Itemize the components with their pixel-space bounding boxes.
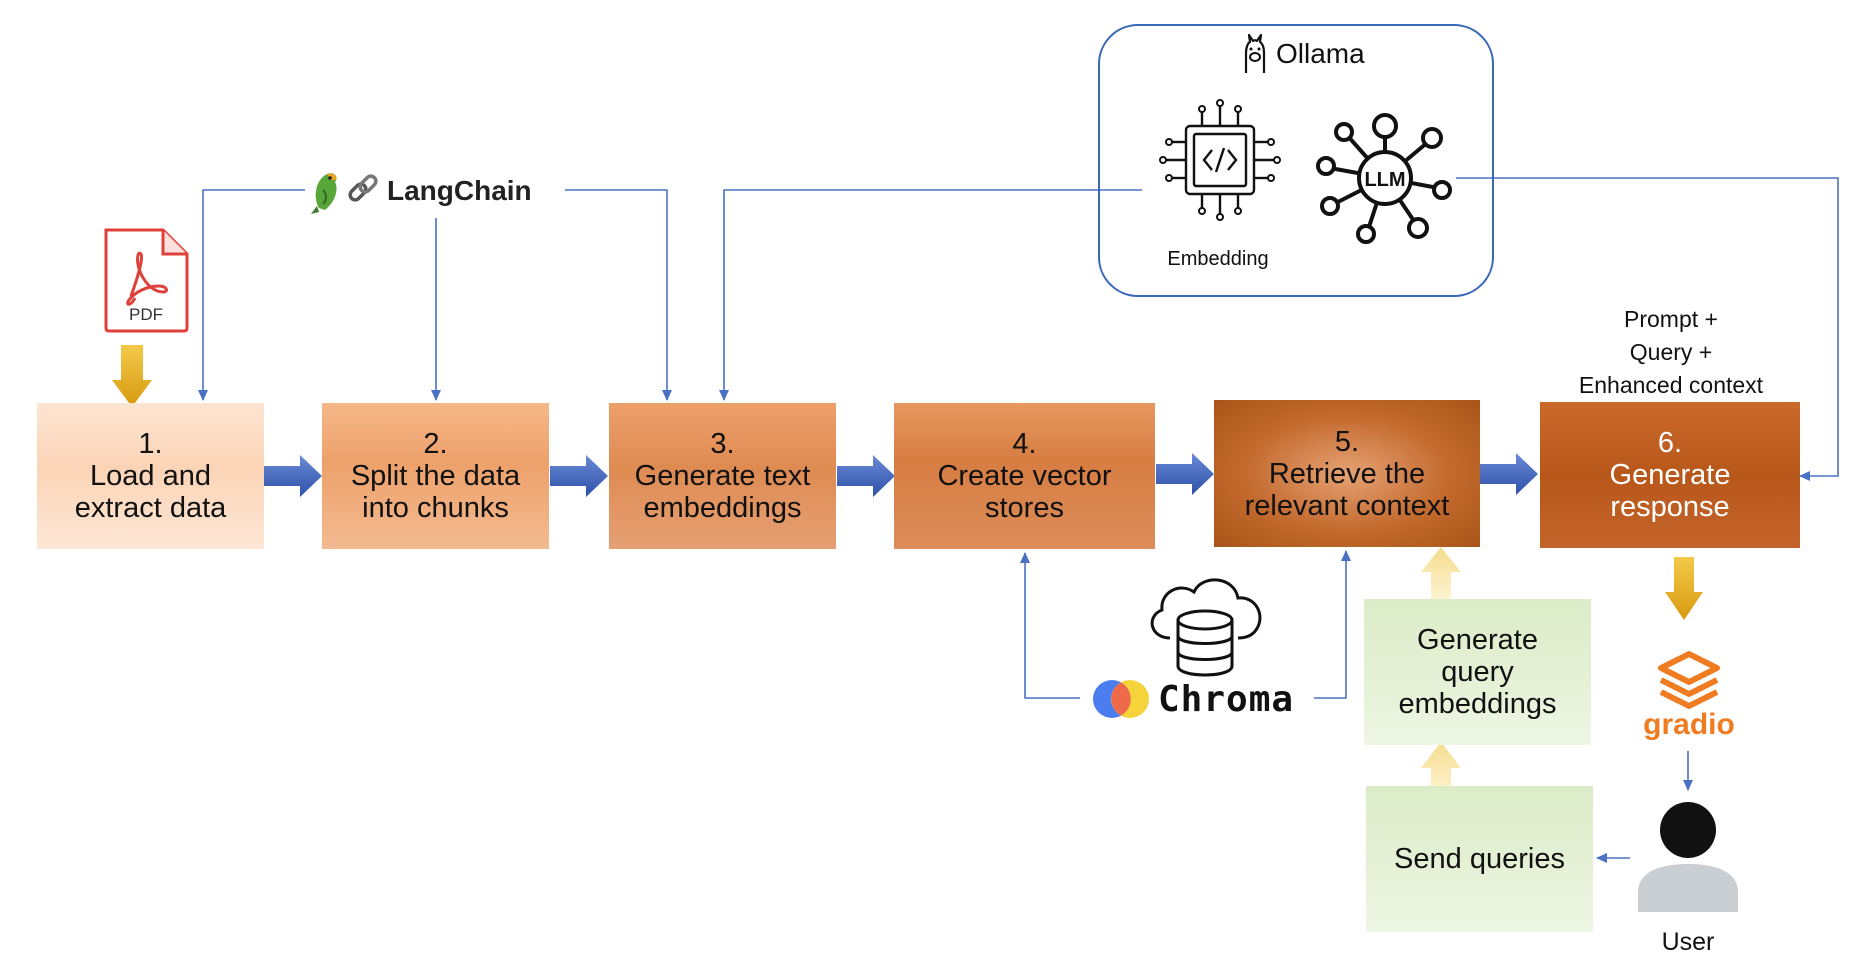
step-flow-arrows bbox=[264, 453, 1538, 497]
chroma-circles-icon bbox=[1093, 680, 1149, 718]
llm-network-icon: LLM bbox=[1316, 113, 1452, 244]
flow-arrow-5-6 bbox=[1480, 453, 1538, 495]
embedding-label: Embedding bbox=[1167, 248, 1269, 270]
cloud-database-icon bbox=[1150, 578, 1262, 677]
chain-link-icon bbox=[348, 174, 378, 202]
llm-to-step6-connector bbox=[1456, 177, 1839, 481]
send-queries-label: Send queries bbox=[1394, 843, 1565, 875]
query-up-arrow-bottom bbox=[1421, 742, 1461, 800]
step-1-load-extract: 1. Load and extract data bbox=[37, 403, 264, 549]
flow-arrow-1-2 bbox=[264, 455, 322, 497]
pdf-icon-label: PDF bbox=[129, 305, 163, 324]
step-1-label: 1. Load and extract data bbox=[74, 428, 227, 524]
embedding-chip-icon bbox=[1159, 99, 1281, 221]
flow-arrow-2-3 bbox=[550, 455, 608, 497]
flow-arrow-4-5 bbox=[1156, 453, 1214, 495]
step-5-retrieve-context: 5. Retrieve the relevant context bbox=[1214, 400, 1480, 547]
chroma-to-step5-connector bbox=[1314, 550, 1351, 699]
generate-query-embeddings-label: Generate query embeddings bbox=[1398, 624, 1557, 720]
user-label: User bbox=[1661, 928, 1715, 956]
flow-arrow-3-4 bbox=[837, 455, 895, 497]
ollama-brand: Ollama bbox=[1276, 38, 1365, 69]
step-3-label: 3. Generate text embeddings bbox=[634, 428, 811, 524]
chroma-to-step4-connector bbox=[1020, 552, 1080, 699]
langchain-to-step3-connector bbox=[565, 189, 672, 401]
user-icon bbox=[1638, 802, 1738, 912]
ollama-group bbox=[1098, 24, 1494, 297]
llama-icon bbox=[1244, 33, 1266, 73]
step-6-label: 6. Generate response bbox=[1609, 427, 1731, 523]
llm-label: LLM bbox=[1364, 169, 1405, 191]
send-queries-box: Send queries bbox=[1366, 786, 1593, 932]
generate-query-embeddings-box: Generate query embeddings bbox=[1364, 599, 1591, 745]
query-up-arrow-top bbox=[1421, 547, 1461, 605]
prompt-note: Prompt + Query + Enhanced context bbox=[1578, 306, 1764, 398]
embedding-to-step3-connector bbox=[719, 189, 1142, 401]
pdf-file-icon: PDF bbox=[104, 228, 189, 333]
chroma-brand: Chroma bbox=[1158, 678, 1295, 720]
ollama-header: Ollama bbox=[1238, 32, 1365, 76]
step-6-generate-response: 6. Generate response bbox=[1540, 402, 1800, 548]
gradio-icon bbox=[1658, 651, 1720, 709]
pdf-down-arrow bbox=[112, 345, 152, 407]
langchain-logo: LangChain bbox=[305, 166, 565, 216]
step-2-split-chunks: 2. Split the data into chunks bbox=[322, 403, 549, 549]
step-5-label: 5. Retrieve the relevant context bbox=[1244, 425, 1450, 522]
step6-down-arrow bbox=[1665, 557, 1703, 620]
chroma-logo: Chroma bbox=[1090, 676, 1294, 722]
step-4-vector-stores: 4. Create vector stores bbox=[894, 403, 1155, 549]
step-3-generate-embeddings: 3. Generate text embeddings bbox=[609, 403, 836, 549]
step-4-label: 4. Create vector stores bbox=[937, 428, 1112, 524]
gradio-brand: gradio bbox=[1643, 708, 1735, 741]
langchain-brand: LangChain bbox=[387, 175, 532, 206]
step-2-label: 2. Split the data into chunks bbox=[350, 428, 521, 524]
langchain-to-step1-connector bbox=[198, 189, 305, 401]
parrot-icon bbox=[311, 173, 337, 214]
